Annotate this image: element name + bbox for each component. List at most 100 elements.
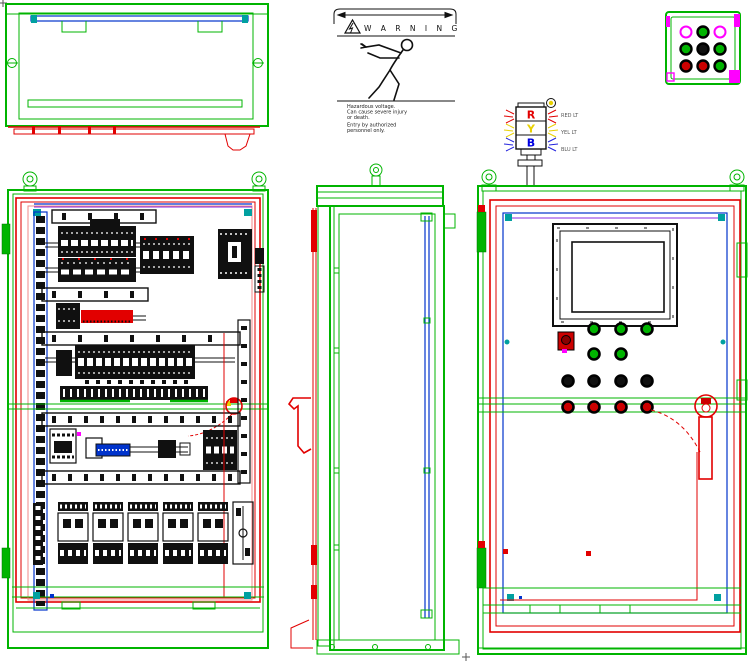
pushbutton-black[interactable] — [696, 42, 710, 56]
pushbutton-green[interactable] — [614, 322, 628, 336]
electric-shock-figure-icon — [360, 38, 414, 101]
pushbutton-red[interactable] — [640, 400, 654, 414]
pushbutton-green[interactable] — [587, 347, 601, 361]
pushbutton-green[interactable] — [587, 322, 601, 336]
hmi-screen[interactable] — [571, 241, 665, 313]
yellow-rays-icon — [503, 123, 559, 138]
end-unit — [232, 501, 254, 565]
pushbutton-black[interactable] — [640, 374, 654, 388]
door-swing-projection — [500, 452, 698, 601]
red-terminal-strip — [81, 310, 146, 323]
warning-heading: W A R N I N G — [364, 24, 461, 33]
red-selector-switch[interactable] — [557, 331, 575, 353]
pushbutton-red[interactable] — [679, 59, 693, 73]
side-fastener-icon — [6, 58, 264, 68]
plc-rack — [45, 345, 235, 384]
warning-text-block: Hazardous voltage. Can cause severe inju… — [347, 104, 407, 134]
door-handle-front[interactable] — [694, 394, 718, 480]
eyebolt-icon — [481, 169, 745, 192]
motor-starter — [92, 502, 124, 564]
pushbutton-blank[interactable] — [679, 25, 693, 39]
front-base — [478, 587, 746, 649]
mcb-row-2 — [45, 258, 140, 282]
pushbutton-red[interactable] — [561, 400, 575, 414]
power-supply — [85, 437, 191, 459]
wire-duct — [41, 287, 149, 302]
pushbutton-red[interactable] — [696, 59, 710, 73]
warning-line: or death. — [347, 115, 370, 121]
stack-light-pole — [517, 148, 543, 187]
motor-starter — [57, 502, 89, 564]
gland-plate — [8, 126, 260, 151]
warning-line: Hazardous voltage. — [347, 104, 396, 110]
stack-light-blue-letter: B — [527, 137, 535, 150]
isolator-block — [56, 303, 80, 329]
wall-bracket — [736, 242, 748, 278]
wire-duct — [41, 412, 241, 427]
marker-magenta — [77, 432, 81, 436]
pushbutton-black[interactable] — [587, 374, 601, 388]
pushbutton-green[interactable] — [713, 42, 727, 56]
pushbutton-green[interactable] — [713, 59, 727, 73]
warning-line: personnel only. — [347, 128, 385, 134]
wire-duct — [41, 470, 241, 485]
relay-bank — [140, 236, 194, 274]
stack-light: R Y B RED LT YEL LT BLU LT — [503, 98, 579, 187]
stack-light-label-blue: BLU LT — [561, 147, 578, 153]
pushbutton-green[interactable] — [640, 322, 654, 336]
motor-starter — [127, 502, 159, 564]
cable-gland-icon — [224, 133, 251, 151]
pushbutton-row-3 — [561, 374, 654, 388]
hazard-triangle-icon — [343, 18, 362, 34]
pushbutton-green[interactable] — [679, 42, 693, 56]
dimension-arrow-icon — [336, 11, 454, 19]
warning-line: Can cause severe injury — [347, 110, 407, 116]
eyebolt-icon — [369, 163, 383, 187]
stack-light-red-letter: R — [527, 109, 536, 122]
red-rays-icon — [503, 109, 559, 124]
smps-unit — [203, 430, 237, 470]
pushbutton-blank[interactable] — [713, 25, 727, 39]
mccb-breaker — [218, 229, 252, 279]
stack-light-label-red: RED LT — [561, 113, 579, 119]
backplane-outline — [27, 205, 253, 601]
enclosure-interior-view — [1, 171, 269, 649]
buzzer-icon — [546, 98, 556, 108]
inner-panel-line — [420, 212, 456, 619]
fuse-holder — [254, 248, 265, 293]
marker-yellow — [226, 401, 231, 406]
pushbutton-red[interactable] — [587, 400, 601, 414]
hinge — [1, 547, 11, 579]
pushbutton-row-1 — [587, 322, 654, 336]
contactor-row — [33, 501, 254, 565]
warning-line: Entry by authorized — [347, 123, 396, 129]
lifting-hook — [61, 21, 87, 33]
side-base — [316, 639, 460, 655]
pushbutton-black[interactable] — [561, 374, 575, 388]
vent-slot — [27, 99, 243, 108]
pushbutton-green[interactable] — [696, 25, 710, 39]
marker-red — [586, 551, 591, 556]
pushbutton-black[interactable] — [614, 374, 628, 388]
inner-door-handle — [187, 397, 243, 437]
top-mounting-bar — [30, 15, 249, 23]
pushbutton-row-4 — [561, 400, 654, 414]
door-edge — [311, 205, 331, 647]
hmi-touchscreen[interactable] — [552, 223, 678, 327]
pushbutton-box — [665, 11, 741, 85]
lifting-hook — [197, 21, 223, 33]
pushbutton-green[interactable] — [614, 347, 628, 361]
enclosure-side-view — [287, 163, 460, 655]
hinge — [1, 223, 11, 255]
wire-duct-vertical — [237, 319, 251, 484]
pushbutton-red[interactable] — [614, 400, 628, 414]
wire-duct — [41, 331, 241, 346]
door-handle-side[interactable] — [287, 397, 312, 455]
enclosure-top-view — [5, 3, 269, 151]
motor-starter — [162, 502, 194, 564]
enclosure-front-view — [476, 169, 748, 655]
motor-starter — [197, 502, 229, 564]
stack-light-label-yellow: YEL LT — [560, 130, 578, 136]
transformer — [49, 428, 77, 464]
